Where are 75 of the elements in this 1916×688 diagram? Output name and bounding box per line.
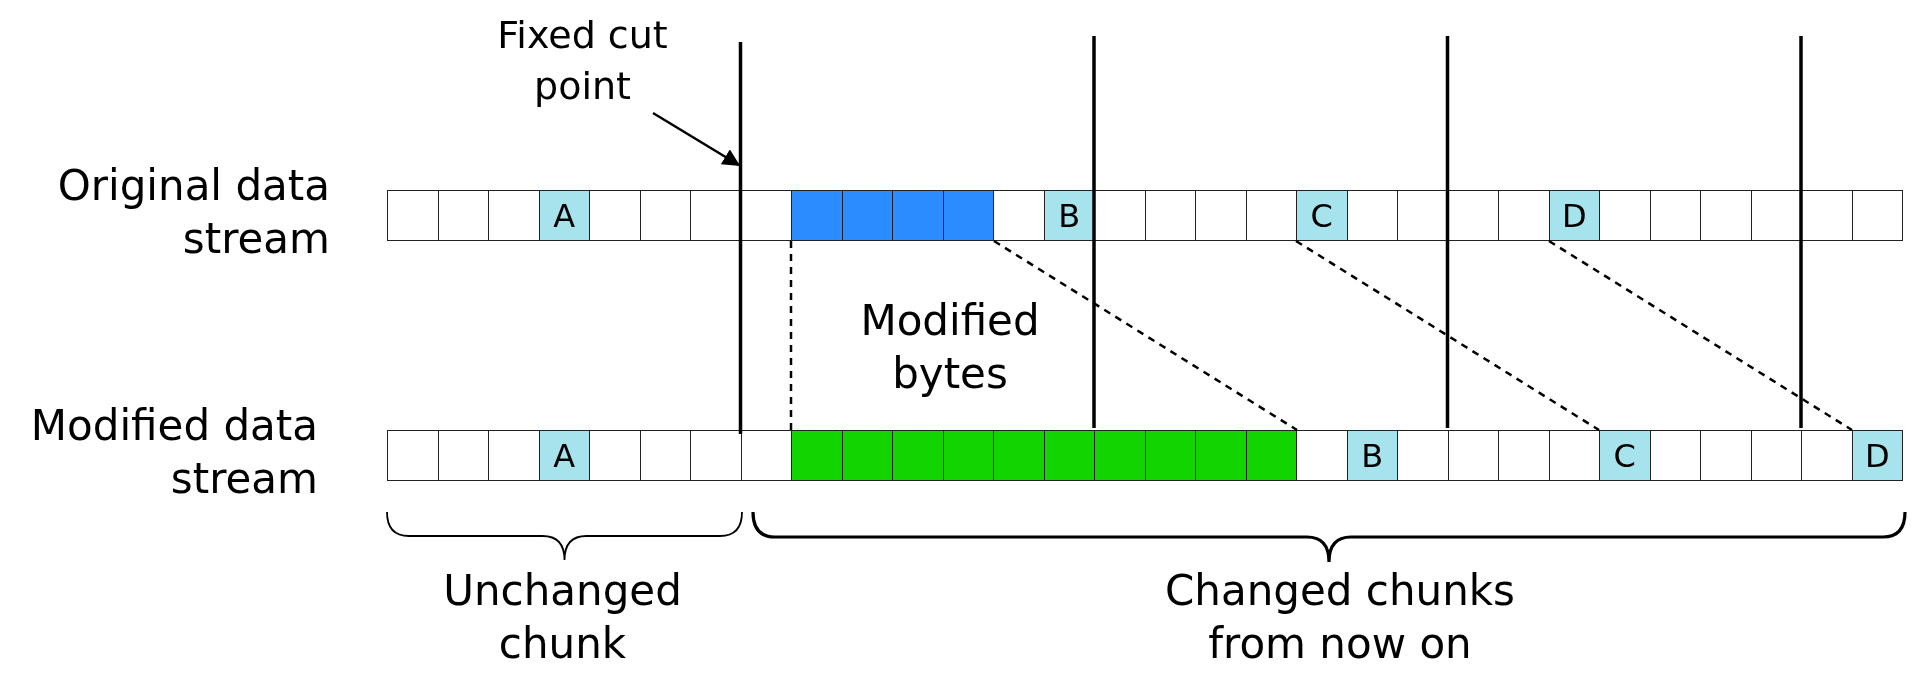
byte-cell <box>1548 430 1600 481</box>
annotation-text: Modified bytes <box>859 295 1041 400</box>
byte-cell <box>589 190 641 241</box>
marked-byte-cell: C <box>1599 430 1651 481</box>
byte-cell <box>437 190 489 241</box>
modified-byte-cell <box>1094 430 1146 481</box>
byte-cell <box>740 190 792 241</box>
byte-cell <box>1649 430 1701 481</box>
modified-byte-cell <box>1195 430 1247 481</box>
modified-byte-cell <box>892 430 944 481</box>
byte-cell <box>639 190 691 241</box>
byte-cell <box>1296 430 1348 481</box>
dashed-connector <box>789 241 793 430</box>
byte-cell <box>437 430 489 481</box>
dashed-connector <box>993 239 1298 432</box>
marked-byte-cell: A <box>538 430 590 481</box>
modified-byte-cell <box>791 430 843 481</box>
marked-byte-cell: C <box>1296 190 1348 241</box>
modified-byte-cell <box>841 190 893 241</box>
byte-cell <box>1700 190 1752 241</box>
modified-byte-cell <box>1043 430 1095 481</box>
byte-cell <box>993 190 1045 241</box>
row-label: Original data stream <box>56 160 330 265</box>
byte-cell <box>1498 190 1550 241</box>
marked-byte-cell: B <box>1043 190 1095 241</box>
byte-cell <box>1750 190 1802 241</box>
byte-cell <box>1144 190 1196 241</box>
modified-byte-cell <box>993 430 1045 481</box>
byte-cell <box>690 430 742 481</box>
dashed-connector <box>1548 239 1853 432</box>
modified-byte-cell <box>1245 430 1297 481</box>
cut-line <box>738 42 743 434</box>
byte-cell <box>1346 190 1398 241</box>
modified-byte-cell <box>841 430 893 481</box>
byte-cell <box>1649 190 1701 241</box>
byte-cell <box>690 190 742 241</box>
byte-cell <box>1397 430 1449 481</box>
byte-cell <box>589 430 641 481</box>
marked-byte-cell: D <box>1548 190 1600 241</box>
cut-line <box>1092 36 1096 428</box>
byte-cell <box>1094 190 1146 241</box>
byte-cell <box>1750 430 1802 481</box>
row-label: Modified data stream <box>29 400 318 505</box>
cut-line <box>1445 36 1450 428</box>
byte-cell <box>1397 190 1449 241</box>
modified-byte-cell <box>942 190 994 241</box>
byte-cell <box>1801 430 1853 481</box>
marked-byte-cell: A <box>538 190 590 241</box>
modified-byte-cell <box>942 430 994 481</box>
byte-cell <box>1195 190 1247 241</box>
modified-byte-cell <box>892 190 944 241</box>
brace-label: Changed chunks from now on <box>1164 565 1516 670</box>
byte-cell <box>488 430 540 481</box>
byte-cell <box>387 430 439 481</box>
modified-byte-cell <box>1144 430 1196 481</box>
byte-cell <box>1851 190 1903 241</box>
modified-byte-cell <box>791 190 843 241</box>
byte-cell <box>1498 430 1550 481</box>
brace-label: Unchanged chunk <box>442 565 683 670</box>
callout-text: Fixed cut point <box>490 10 675 113</box>
byte-cell <box>488 190 540 241</box>
byte-cell <box>740 430 792 481</box>
byte-cell <box>387 190 439 241</box>
marked-byte-cell: D <box>1851 430 1903 481</box>
byte-cell <box>1599 190 1651 241</box>
dashed-connector <box>1295 239 1600 432</box>
leader-arrow <box>652 111 741 167</box>
byte-cell <box>1801 190 1853 241</box>
cut-line <box>1799 36 1803 428</box>
marked-byte-cell: B <box>1346 430 1398 481</box>
byte-cell <box>1700 430 1752 481</box>
byte-cell <box>639 430 691 481</box>
byte-cell <box>1447 430 1499 481</box>
byte-cell <box>1447 190 1499 241</box>
byte-cell <box>1245 190 1297 241</box>
